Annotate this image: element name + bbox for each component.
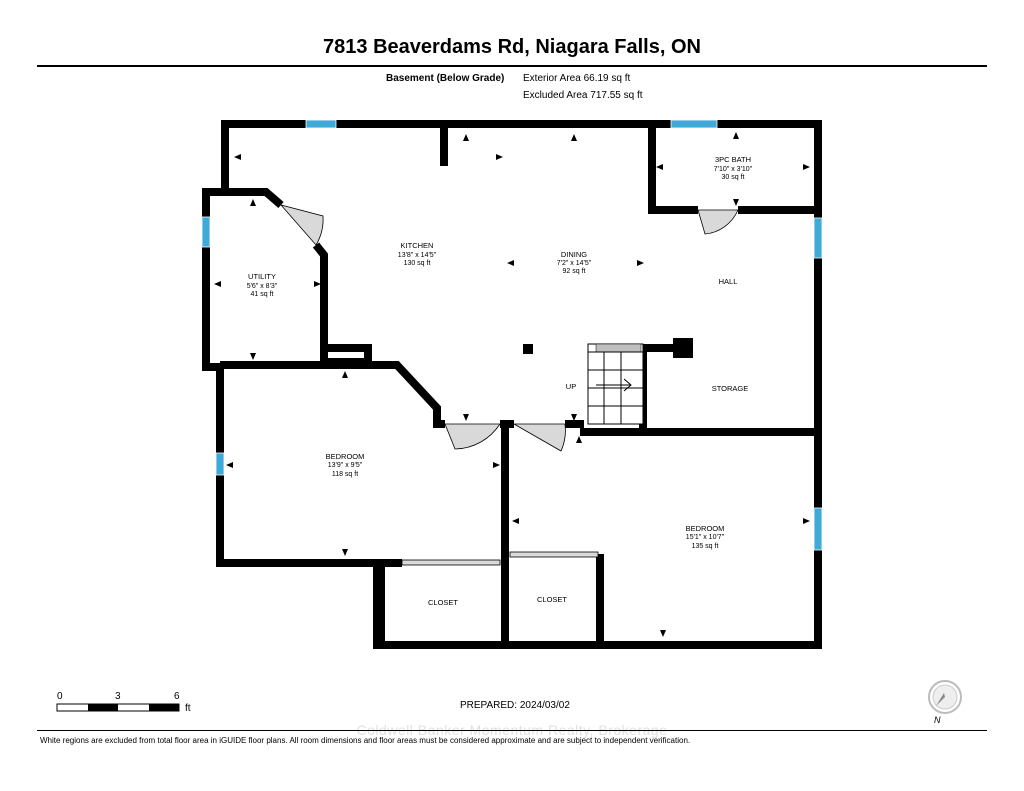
room-storage-name: STORAGE (712, 384, 749, 393)
room-bedroom2-name: BEDROOM (686, 524, 725, 533)
wall-bedroom1-top (220, 361, 445, 428)
footer-divider (37, 730, 987, 731)
closet-door-2 (509, 551, 599, 558)
doors (279, 204, 739, 566)
page-title: 7813 Beaverdams Rd, Niagara Falls, ON (323, 36, 701, 58)
title-divider (37, 65, 987, 67)
door-bath (697, 209, 739, 235)
window-top-left (305, 119, 337, 129)
wall-utility-right (312, 242, 372, 366)
prepared-date: PREPARED: 2024/03/02 (460, 700, 570, 711)
room-kitchen-name: KITCHEN (401, 241, 434, 250)
stairs (587, 343, 644, 425)
room-bath-area: 30 sq ft (722, 174, 745, 181)
window-utility (201, 216, 211, 248)
exterior-area-text: Exterior Area 66.19 sq ft (523, 73, 631, 84)
dimension-arrows (214, 132, 810, 637)
room-closet1-name: CLOSET (428, 598, 458, 607)
room-bath-name: 3PC BATH (715, 155, 751, 164)
door-bedroom2 (512, 423, 566, 452)
room-labels: 3PC BATH 7'10" x 3'10" 30 sq ft KITCHEN … (247, 155, 753, 607)
room-bedroom1-name: BEDROOM (326, 452, 365, 461)
scale-label-3: 3 (115, 691, 121, 702)
window-bedroom2 (813, 507, 823, 551)
compass-north-label: N (934, 715, 941, 725)
door-utility (279, 204, 324, 246)
wall-bath (648, 128, 698, 214)
room-kitchen-area: 130 sq ft (404, 260, 431, 267)
room-bedroom2-dims: 15'1" x 10'7" (686, 534, 725, 541)
window-hall (813, 217, 823, 259)
scale-bar (56, 703, 180, 712)
room-dining-area: 92 sq ft (563, 268, 586, 275)
scale-label-6: 6 (174, 691, 180, 702)
window-bedroom1 (215, 452, 225, 476)
room-dining-name: DINING (561, 250, 587, 259)
compass-icon (928, 680, 962, 714)
room-hall-name: HALL (719, 277, 738, 286)
column (523, 344, 533, 354)
room-utility-dims: 5'6" x 8'3" (247, 283, 278, 290)
room-closet2-name: CLOSET (537, 595, 567, 604)
room-bath-dims: 7'10" x 3'10" (714, 166, 753, 173)
room-bedroom2-area: 135 sq ft (692, 543, 719, 550)
door-bedroom1 (444, 423, 501, 450)
floor-label: Basement (Below Grade) (386, 73, 505, 84)
watermark: Coldwell Banker Momentum Realty, Brokera… (356, 722, 668, 738)
room-dining-dims: 7'2" x 14'5" (557, 260, 592, 267)
room-up-label: UP (566, 382, 576, 391)
scale-unit: ft (185, 703, 191, 714)
scale-label-0: 0 (57, 691, 63, 702)
excluded-area-text: Excluded Area 717.55 sq ft (523, 90, 643, 101)
window-top-right (670, 119, 718, 129)
room-utility-area: 41 sq ft (251, 291, 274, 298)
windows (201, 119, 823, 551)
disclaimer-text: White regions are excluded from total fl… (40, 736, 691, 745)
closet-door-1 (401, 559, 501, 566)
room-bedroom1-area: 118 sq ft (332, 471, 358, 478)
post (673, 338, 693, 358)
room-bedroom1-dims: 13'9" x 9'5" (328, 462, 363, 469)
room-kitchen-dims: 13'8" x 14'5" (398, 252, 437, 259)
room-utility-name: UTILITY (248, 272, 276, 281)
